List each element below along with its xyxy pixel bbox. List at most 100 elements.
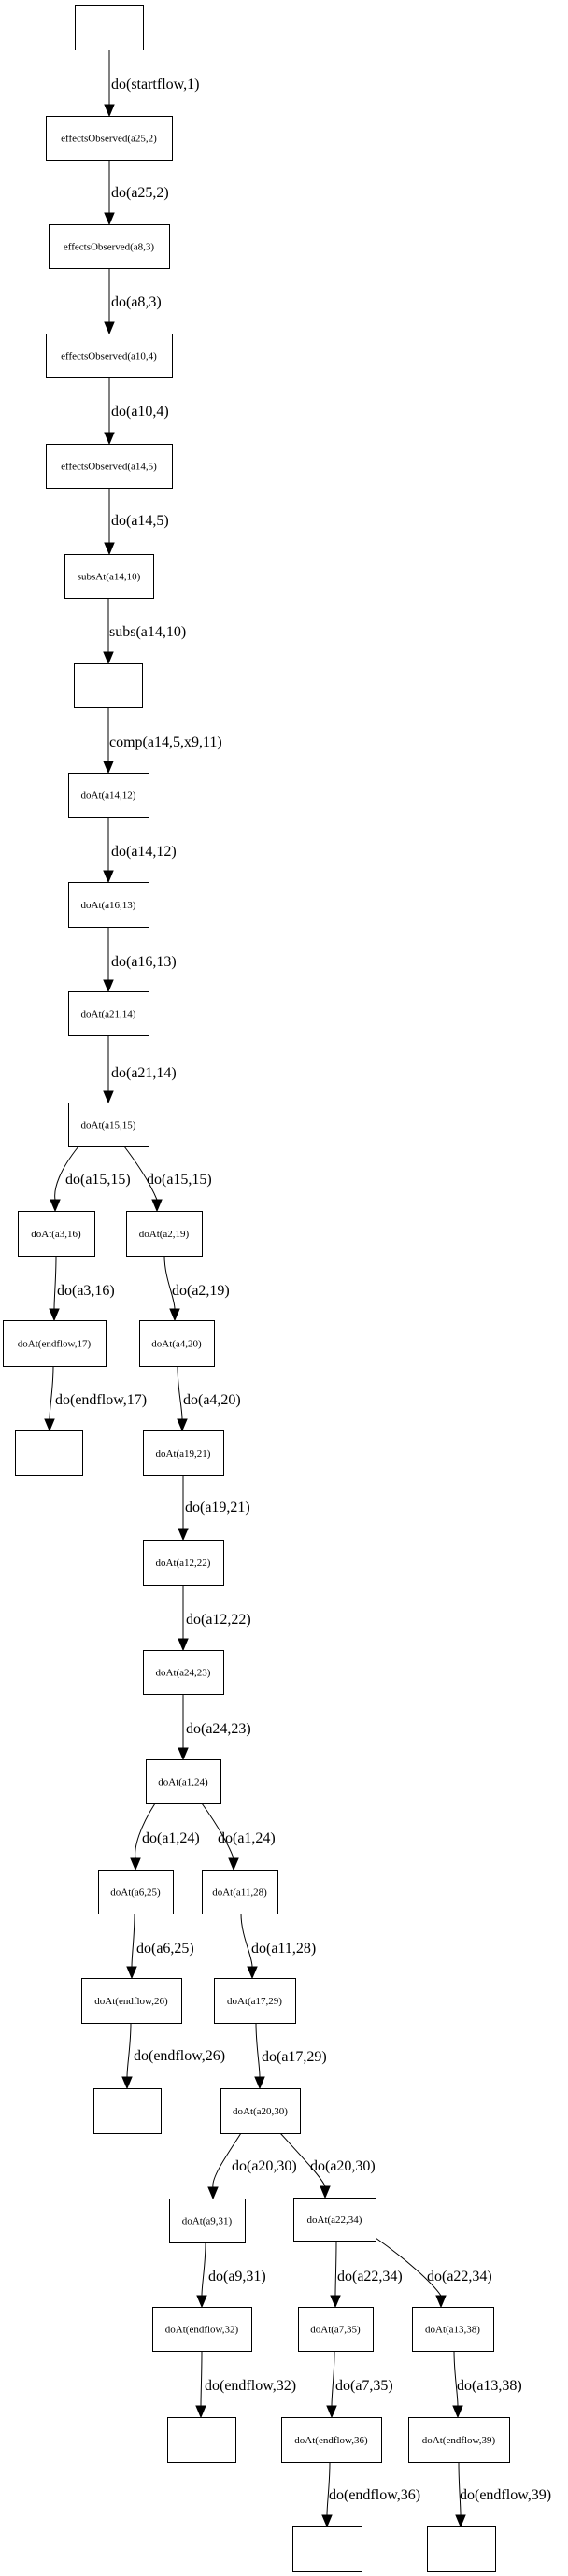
node-label: doAt(a9,31) <box>182 2216 233 2227</box>
graph-node-effectsObserved(a14,5): effectsObserved(a14,5) <box>46 444 173 489</box>
arrowhead-icon <box>177 1418 188 1432</box>
edge-label: do(endflow,17) <box>55 1392 147 1408</box>
arrowhead-icon <box>254 2076 265 2090</box>
arrowhead-icon <box>104 212 115 226</box>
arrowhead-icon <box>104 321 115 335</box>
node-label: doAt(endflow,26) <box>94 1996 168 2007</box>
graph-edge-do(a2,19): do(a2,19) <box>163 1255 230 1322</box>
edge-label: do(a24,23) <box>186 1721 251 1737</box>
edge-line <box>279 2132 326 2187</box>
graph-node-doAt(a20,30): doAt(a20,30) <box>220 2088 301 2134</box>
arrowhead-icon <box>321 2514 333 2528</box>
node-box <box>81 1978 182 2024</box>
graph-node-doAt(a16,13): doAt(a16,13) <box>68 882 149 928</box>
node-label: effectsObserved(a10,4) <box>61 351 157 363</box>
node-label: doAt(endflow,17) <box>18 1339 92 1350</box>
graph-edge-do(a9,31): do(a9,31) <box>196 2242 266 2309</box>
graph-node-doAt(a9,31): doAt(a9,31) <box>169 2199 246 2243</box>
arrowhead-icon <box>121 2076 133 2090</box>
node-label: doAt(a4,20) <box>151 1339 202 1350</box>
edge-label: do(a8,3) <box>111 294 162 310</box>
edge-line <box>200 2350 203 2407</box>
edge-line <box>131 1913 135 1968</box>
edge-label: do(a22,34) <box>427 2269 492 2284</box>
graph-node-doAt(a19,21): doAt(a19,21) <box>143 1430 224 1476</box>
graph-edge-do(a24,23): do(a24,23) <box>178 1694 251 1761</box>
graph-edge-do(a17,29): do(a17,29) <box>254 2022 327 2090</box>
graph-edge-do(a11,28): do(a11,28) <box>240 1913 316 1980</box>
graph-node-doAt(a6,25): doAt(a6,25) <box>98 1870 174 1914</box>
node-box <box>68 991 149 1036</box>
node-label: doAt(a17,29) <box>227 1996 282 2007</box>
graph-edge-do(a15,15): do(a15,15) <box>50 1146 131 1213</box>
node-label: doAt(a21,14) <box>81 1009 136 1020</box>
graph-edge-subs(a14,10): subs(a14,10) <box>103 597 186 665</box>
edge-label: do(a12,22) <box>186 1612 251 1628</box>
arrowhead-icon <box>103 651 114 665</box>
edge-label: subs(a14,10) <box>109 624 186 640</box>
node-box <box>169 2199 246 2243</box>
edge-label: do(a11,28) <box>251 1941 316 1957</box>
node-box <box>220 2088 301 2134</box>
graph-edge-do(endflow,39): do(endflow,39) <box>455 2461 551 2528</box>
edge-label: do(endflow,26) <box>134 2048 225 2064</box>
graph-node-doAt(a1,24): doAt(a1,24) <box>146 1759 221 1804</box>
arrowhead-icon <box>178 1638 189 1652</box>
graph-edge-do(a21,14): do(a21,14) <box>103 1035 177 1104</box>
node-box <box>214 1978 296 2024</box>
edge-label: do(a15,15) <box>65 1172 131 1188</box>
node-label: doAt(a19,21) <box>156 1448 211 1459</box>
edge-label: do(a1,24) <box>142 1830 200 1846</box>
arrowhead-icon <box>103 979 114 993</box>
edge-label: do(a17,29) <box>262 2049 327 2065</box>
edge-label: do(a7,35) <box>335 2378 393 2394</box>
arrowhead-icon <box>320 2185 331 2199</box>
graph-edge-do(endflow,32): do(endflow,32) <box>195 2350 296 2419</box>
graph-edge-do(a8,3): do(a8,3) <box>104 268 162 335</box>
arrowhead-icon <box>247 1966 258 1980</box>
edge-label: do(a1,24) <box>218 1830 276 1846</box>
edge-line <box>240 1913 253 1968</box>
edge-label: do(a3,16) <box>57 1283 115 1299</box>
graph-node-doAt(endflow,17): doAt(endflow,17) <box>3 1320 106 1367</box>
node-label: effectsObserved(a8,3) <box>64 242 155 253</box>
edge-line <box>135 1802 156 1859</box>
graph-node-empty-s7 <box>74 663 143 708</box>
graph-edge-do(a1,24): do(a1,24) <box>130 1802 200 1872</box>
edge-line <box>201 2242 206 2297</box>
node-box <box>167 2417 236 2463</box>
node-box <box>64 554 154 599</box>
graph-node-effectsObserved(a25,2): effectsObserved(a25,2) <box>46 116 173 161</box>
node-box <box>68 773 149 818</box>
node-label: doAt(a2,19) <box>139 1229 190 1240</box>
node-box <box>46 444 173 489</box>
edge-line <box>201 1802 234 1859</box>
graph-node-empty-s25 <box>93 2088 162 2134</box>
arrowhead-icon <box>104 542 115 556</box>
node-label: effectsObserved(a25,2) <box>61 134 157 145</box>
graph-edge-do(a7,35): do(a7,35) <box>326 2350 393 2419</box>
node-label: doAt(a22,34) <box>307 2214 362 2226</box>
arrowhead-icon <box>103 761 114 775</box>
edge-label: do(a20,30) <box>310 2158 376 2174</box>
arrowhead-icon <box>151 1199 163 1213</box>
edge-label: do(startflow,1) <box>111 77 200 93</box>
node-box <box>98 1870 174 1914</box>
node-label: effectsObserved(a14,5) <box>61 462 157 473</box>
graph-edge-do(a10,4): do(a10,4) <box>104 377 169 446</box>
node-box <box>68 1103 149 1147</box>
node-label: doAt(a13,38) <box>425 2325 480 2336</box>
graph-node-doAt(a17,29): doAt(a17,29) <box>214 1978 296 2024</box>
arrowhead-icon <box>455 2514 466 2528</box>
graph-edge-do(a25,2): do(a25,2) <box>104 160 169 226</box>
graph-edge-do(a4,20): do(a4,20) <box>177 1365 241 1432</box>
arrowhead-icon <box>178 1747 189 1761</box>
graph-node-doAt(a3,16): doAt(a3,16) <box>18 1211 95 1257</box>
arrowhead-icon <box>228 1857 239 1872</box>
arrowhead-icon <box>207 2186 219 2200</box>
node-box <box>292 2526 362 2572</box>
graph-node-doAt(a2,19): doAt(a2,19) <box>126 1211 203 1257</box>
node-box <box>146 1759 221 1804</box>
graph-node-doAt(endflow,26): doAt(endflow,26) <box>81 1978 182 2024</box>
node-label: doAt(endflow,39) <box>422 2435 496 2446</box>
